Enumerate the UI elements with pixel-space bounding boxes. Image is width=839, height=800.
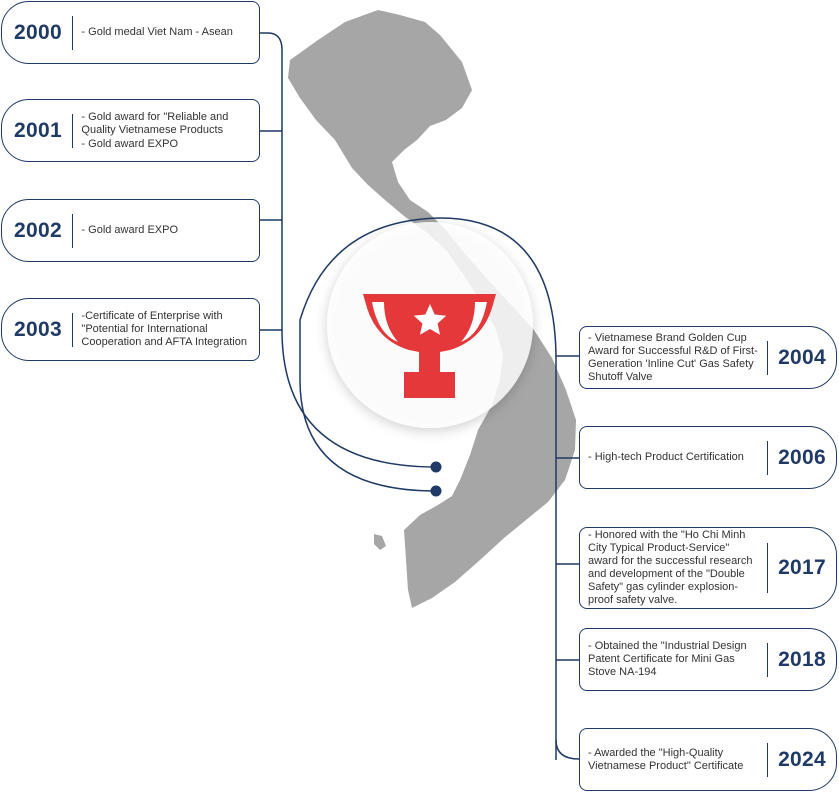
milestone-year: 2018 <box>778 647 826 671</box>
milestone-card-2024: - Awarded the "High-Quality Vietnamese P… <box>579 728 837 791</box>
milestone-card-2006: - High-tech Product Certification 2006 <box>579 426 837 489</box>
milestone-description: - Obtained the "Industrial Design Patent… <box>588 640 747 678</box>
milestone-description: - High-tech Product Certification <box>588 451 744 463</box>
milestone-separator <box>766 642 769 677</box>
milestone-card-2018: - Obtained the "Industrial Design Patent… <box>579 628 837 691</box>
milestone-card-2003: 2003 -Certificate of Enterprise with "Po… <box>1 298 260 361</box>
vietnam-island <box>374 534 386 550</box>
right-branch-2024 <box>555 739 580 760</box>
milestone-year: 2004 <box>778 345 826 369</box>
timeline-dot-right <box>430 485 442 497</box>
right-connector-outer <box>299 217 557 760</box>
milestone-separator <box>766 742 769 777</box>
milestone-description: - Awarded the "High-Quality Vietnamese P… <box>588 746 744 772</box>
milestone-description: - Gold award for "Reliable and Quality V… <box>81 110 229 150</box>
milestone-description: - Gold medal Viet Nam - Asean <box>81 26 233 38</box>
milestone-year: 2024 <box>778 747 826 771</box>
milestone-description: - Vietnamese Brand Golden Cup Award for … <box>588 331 758 383</box>
milestone-description: - Honored with the "Ho Chi Minh City Typ… <box>588 529 753 606</box>
milestone-separator <box>71 312 74 347</box>
milestone-year: 2001 <box>14 118 62 142</box>
milestone-card-2017: - Honored with the "Ho Chi Minh City Typ… <box>579 527 837 609</box>
milestone-card-2000: 2000 - Gold medal Viet Nam - Asean <box>1 1 260 64</box>
milestone-card-2001: 2001 - Gold award for "Reliable and Qual… <box>1 99 260 162</box>
milestone-card-2004: - Vietnamese Brand Golden Cup Award for … <box>579 326 837 389</box>
left-connector-outer <box>260 32 437 468</box>
milestone-separator <box>71 15 74 50</box>
milestone-separator <box>71 113 74 148</box>
milestone-year: 2006 <box>778 445 826 469</box>
milestone-separator <box>766 440 769 475</box>
milestone-separator <box>766 543 769 593</box>
milestone-description: - Gold award EXPO <box>81 224 179 236</box>
timeline-dot-left <box>430 461 442 473</box>
vietnam-map <box>288 10 576 608</box>
milestone-card-2002: 2002 - Gold award EXPO <box>1 199 260 262</box>
milestone-separator <box>71 213 74 248</box>
milestone-separator <box>766 340 769 375</box>
milestone-year: 2017 <box>778 556 826 579</box>
trophy-icon <box>363 294 496 398</box>
milestone-description: -Certificate of Enterprise with "Potenti… <box>81 310 247 348</box>
milestone-year: 2003 <box>14 317 62 341</box>
milestone-year: 2000 <box>14 20 62 44</box>
milestone-year: 2002 <box>14 218 62 242</box>
